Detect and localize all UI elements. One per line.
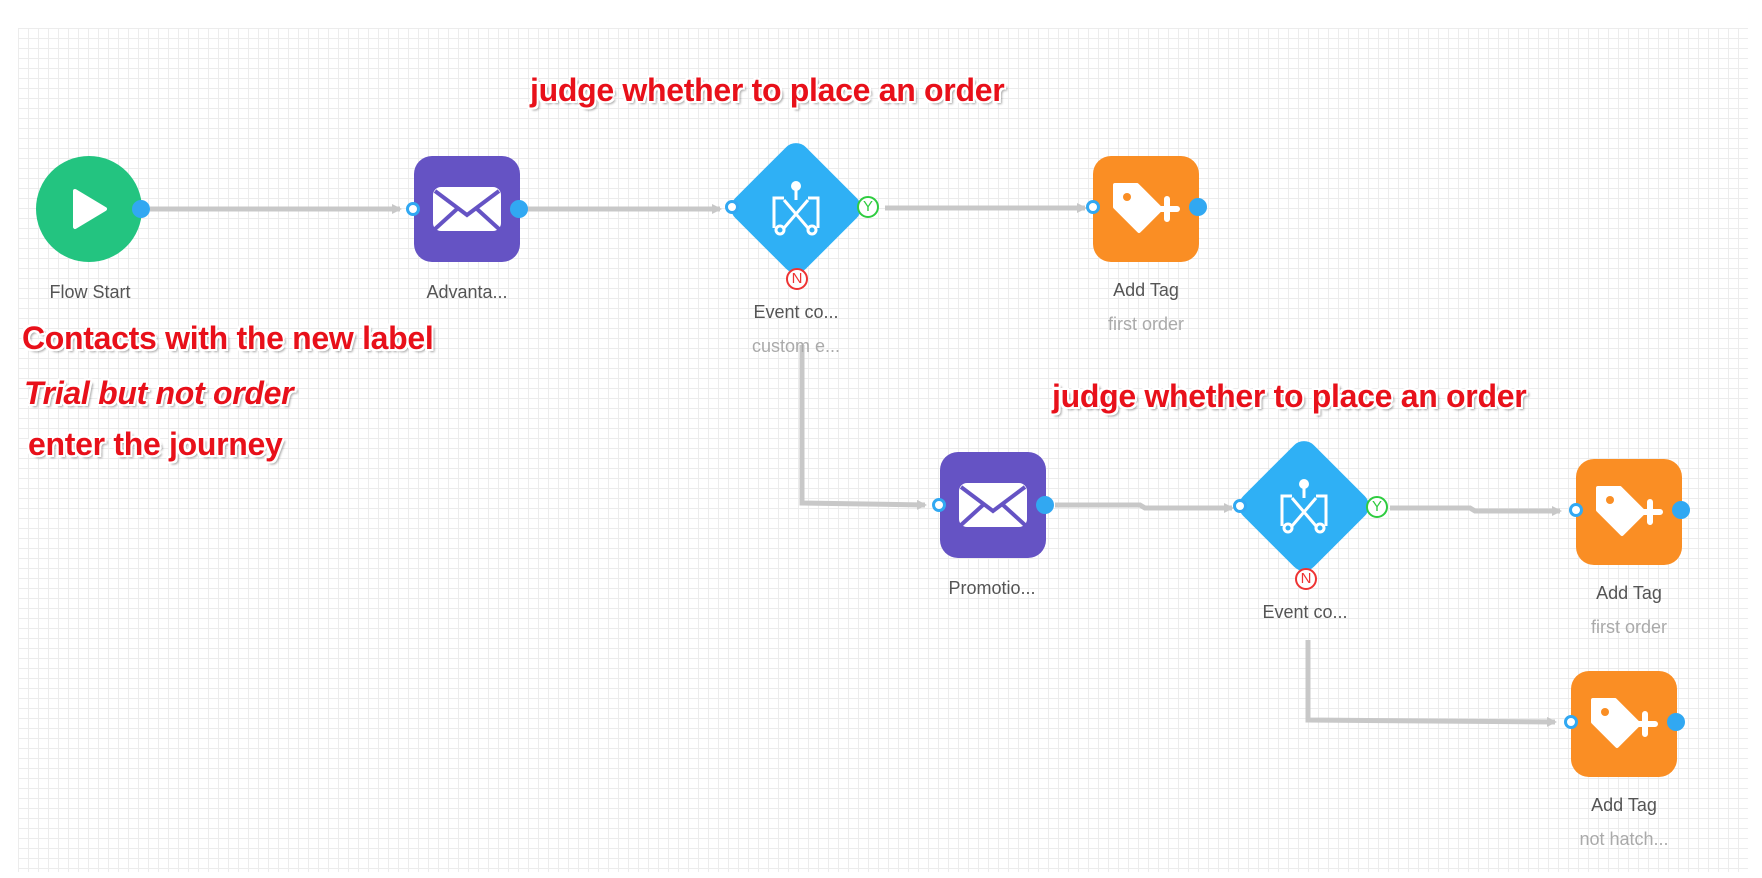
event1-yes-branch[interactable]: Y [857, 196, 879, 218]
event1-in-port[interactable] [725, 200, 739, 214]
annotation-contacts-line1: Contacts with the new label [22, 320, 434, 356]
event1-no-branch[interactable]: N [786, 268, 808, 290]
email1-out-port[interactable] [510, 200, 528, 218]
tag1-sublabel: first order [1107, 314, 1185, 334]
email2-in-port[interactable] [932, 498, 946, 512]
event1-sublabel: custom e... [751, 336, 841, 356]
tag1-label: Add Tag [1113, 280, 1179, 300]
tag-plus-icon [1113, 183, 1180, 233]
tag3-label: Add Tag [1591, 795, 1657, 815]
tag3-sublabel: not hatch... [1579, 829, 1669, 849]
tag1-out-port[interactable] [1189, 198, 1207, 216]
flow-start-node[interactable] [36, 156, 142, 262]
event-condition-node-1[interactable] [725, 137, 867, 279]
play-icon [73, 189, 107, 229]
tag3-out-port[interactable] [1667, 713, 1685, 731]
tag-plus-icon [1591, 698, 1658, 748]
tag2-sublabel: first order [1590, 617, 1668, 637]
annotation-contacts-line2: Trial but not order [24, 375, 294, 411]
envelope-icon [959, 483, 1027, 527]
tag2-label: Add Tag [1596, 583, 1662, 603]
event-condition-node-2[interactable] [1233, 435, 1375, 577]
email1-label: Advanta... [426, 282, 508, 302]
tag2-out-port[interactable] [1672, 501, 1690, 519]
event2-yes-branch[interactable]: Y [1366, 496, 1388, 518]
tag2-in-port[interactable] [1569, 503, 1583, 517]
email1-in-port[interactable] [406, 202, 420, 216]
flow-start-out-port[interactable] [132, 200, 150, 218]
flow-start-label: Flow Start [49, 282, 131, 302]
add-tag-node-2[interactable] [1576, 459, 1682, 565]
event2-in-port[interactable] [1233, 499, 1247, 513]
annotation-judge-1: judge whether to place an order [530, 72, 1005, 108]
event1-label: Event co... [753, 302, 839, 322]
envelope-icon [433, 187, 501, 231]
condition-split-icon [1280, 479, 1328, 534]
email-node-promotion[interactable] [940, 452, 1046, 558]
add-tag-node-1[interactable] [1093, 156, 1199, 262]
email2-label: Promotio... [948, 578, 1036, 598]
annotation-contacts-line3: enter the journey [28, 426, 283, 462]
condition-split-icon [772, 181, 820, 236]
tag1-in-port[interactable] [1086, 200, 1100, 214]
annotation-judge-2: judge whether to place an order [1052, 378, 1527, 414]
tag3-in-port[interactable] [1564, 715, 1578, 729]
event2-label: Event co... [1262, 602, 1348, 622]
email2-out-port[interactable] [1036, 496, 1054, 514]
tag-plus-icon [1596, 486, 1663, 536]
email-node-advantage[interactable] [414, 156, 520, 262]
add-tag-node-3[interactable] [1571, 671, 1677, 777]
event2-no-branch[interactable]: N [1295, 568, 1317, 590]
